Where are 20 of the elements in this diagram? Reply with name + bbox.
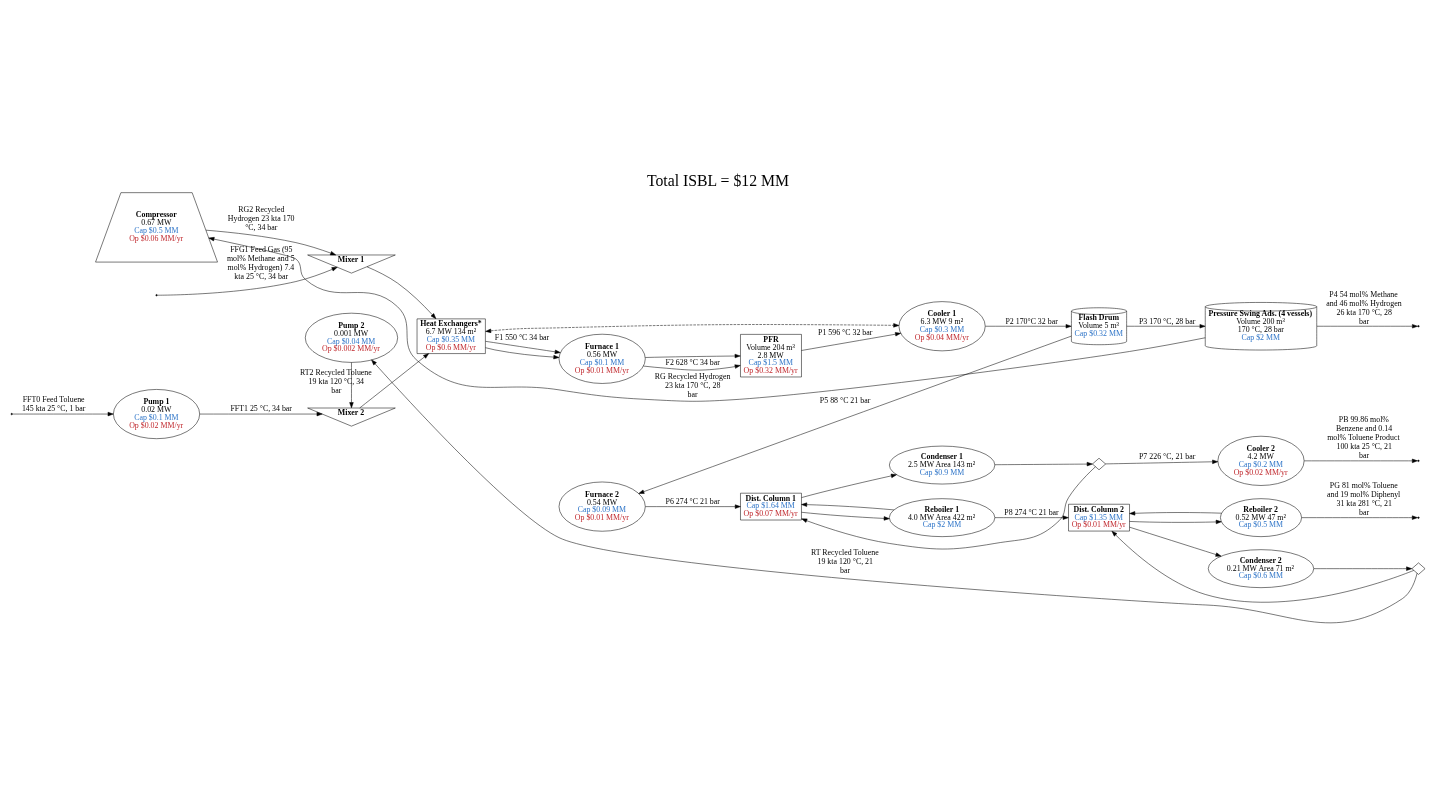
edge-label: F2 628 °C 34 bar: [665, 357, 720, 367]
edge-label: P1 596 °C 32 bar: [818, 327, 873, 337]
edge-label: PG 81 mol% Toluene and 19 mol% Diphenyl 31 kta 281 °C, 21 bar: [1326, 481, 1401, 518]
edge-label: PB 99.86 mol% Benzene and 0.14 mol% Toluene Product 100 kta 25 °C, 21 bar: [1327, 415, 1400, 461]
edge-label: P8 274 °C 21 bar: [1004, 508, 1059, 518]
edge-label: RT2 Recycled Toluene 19 kta 120 °C, 34 bar: [299, 368, 372, 395]
edge-label: FFG1 Feed Gas (95 mol% Methane and 5 mol% Hydrogen) 7.4 kta 25 °C, 34 bar: [227, 245, 295, 281]
edge-label: P6 274 °C 21 bar: [665, 496, 720, 506]
edge-label: RG2 Recycled Hydrogen 23 kta 170 °C, 34 bar: [227, 205, 295, 232]
edge-label: RT Recycled Toluene 19 kta 120 °C, 21 bar: [810, 547, 879, 575]
edge-label: FFT0 Feed Toluene 145 kta 25 °C, 1 bar: [21, 395, 86, 414]
edge-label: P4 54 mol% Methane and 46 mol% Hydrogen 26 kta 170 °C, 28 bar: [1326, 289, 1402, 326]
edge-label: P2 170°C 32 bar: [1005, 316, 1058, 326]
diagram-title: Total ISBL = $12 MM: [646, 171, 790, 189]
edge-label: P3 170 °C, 28 bar: [1138, 316, 1196, 326]
edge-label: RG Recycled Hydrogen 23 kta 170 °C, 28 bar: [654, 372, 731, 400]
edge-label: FFT1 25 °C, 34 bar: [230, 404, 292, 414]
edge-label: F1 550 °C 34 bar: [494, 332, 550, 342]
edge-label: P5 88 °C 21 bar: [819, 396, 871, 406]
edge-label: P7 226 °C, 21 bar: [1138, 452, 1196, 462]
